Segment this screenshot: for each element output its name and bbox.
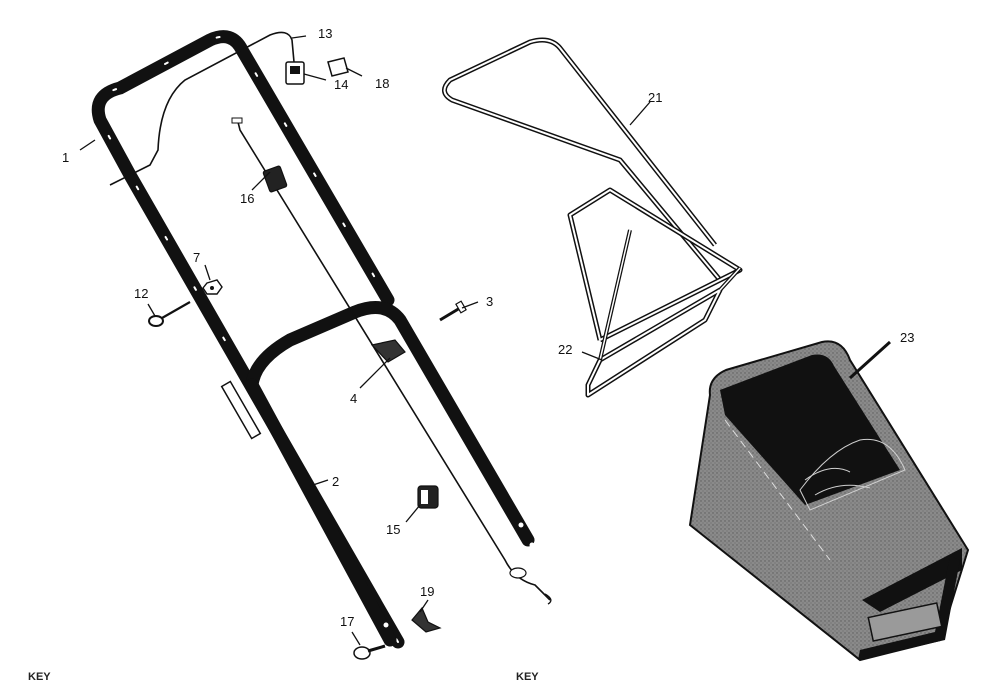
- callout-22: 22: [558, 342, 572, 357]
- callout-21: 21: [648, 90, 662, 105]
- cable-tie-18: [327, 57, 349, 77]
- cable-guide-16: [262, 165, 288, 193]
- callout-15: 15: [386, 522, 400, 537]
- callout-14: 14: [334, 77, 348, 92]
- wing-nut-19: [411, 606, 442, 633]
- wing-knob-4: [370, 339, 406, 363]
- leader-lines: [79, 35, 892, 646]
- carriage-bolt-17: [353, 644, 386, 660]
- callout-13: 13: [318, 26, 332, 41]
- callout-4: 4: [350, 391, 357, 406]
- callout-2: 2: [332, 474, 339, 489]
- callout-3: 3: [486, 294, 493, 309]
- callout-1: 1: [62, 150, 69, 165]
- control-cable: [109, 31, 552, 605]
- footer-key-right: KEY: [516, 671, 539, 682]
- callout-17: 17: [340, 614, 354, 629]
- callout-labels: 1 2 3 4 7 12 13 14 15 16 17 18 19 21 22 …: [62, 26, 914, 629]
- upper-handle: [91, 30, 405, 649]
- bag-frame: [442, 37, 743, 398]
- cable-clip-14: [285, 61, 305, 85]
- bolt-3: [439, 300, 467, 322]
- footer-key-left: KEY: [28, 671, 51, 682]
- callout-18: 18: [375, 76, 389, 91]
- callout-12: 12: [134, 286, 148, 301]
- lower-handle: [245, 301, 535, 647]
- grass-bag: [688, 340, 970, 662]
- footer-labels: KEY KEY: [28, 671, 539, 682]
- cable-clip-15: [417, 485, 439, 509]
- eye-bolt-12: [148, 301, 191, 327]
- callout-23: 23: [900, 330, 914, 345]
- callout-19: 19: [420, 584, 434, 599]
- callout-7: 7: [193, 250, 200, 265]
- callout-16: 16: [240, 191, 254, 206]
- nut-7: [202, 279, 223, 295]
